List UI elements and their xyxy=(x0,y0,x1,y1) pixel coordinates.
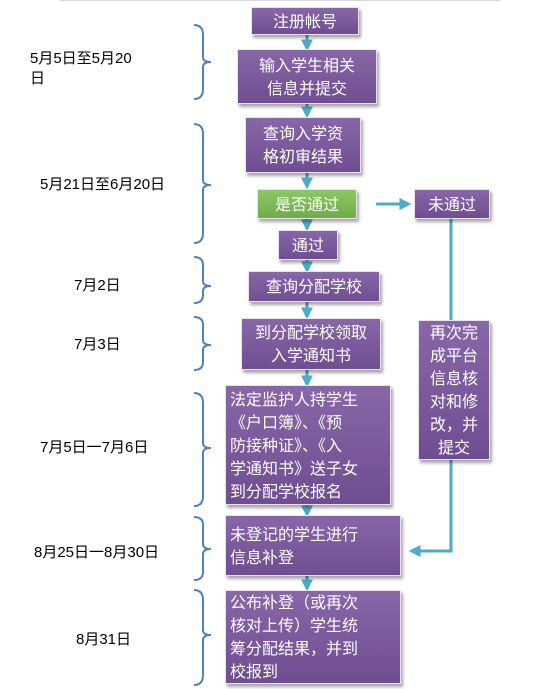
step-input-info: 输入学生相关 信息并提交 xyxy=(237,49,377,104)
step-get-notice: 到分配学校领取 入学通知书 xyxy=(241,318,381,370)
date-label-2: 5月21日至6月20日 xyxy=(40,176,166,193)
top-divider xyxy=(60,0,500,1)
step-pass-check: 是否通过 xyxy=(257,189,357,219)
date-label-7: 8月31日 xyxy=(76,631,132,648)
bracket-6 xyxy=(193,516,212,581)
date-label-6: 8月25日一8月30日 xyxy=(34,544,160,561)
date-label-4: 7月3日 xyxy=(74,336,121,353)
step-not-passed: 未通过 xyxy=(414,189,490,219)
step-publish: 公布补登（或再次 核对上传）学生统 筹分配结果，并到 校报到 xyxy=(225,590,401,684)
step-register: 注册帐号 xyxy=(251,7,359,35)
bracket-7 xyxy=(193,589,212,686)
date-label-1: 5月5日至5月20 日 xyxy=(30,50,132,87)
step-passed: 通过 xyxy=(278,230,338,260)
arrow-resubmit-to-supplement xyxy=(408,460,453,557)
step-query-result: 查询入学资 格初审结果 xyxy=(245,117,361,173)
step-supplement: 未登记的学生进行 信息补登 xyxy=(225,515,401,576)
bracket-1 xyxy=(193,24,212,100)
step-guardian-register: 法定监护人持学生 《户口簿》、《预 防接种证》、《入 学通知书》送子女 到分配学… xyxy=(225,385,391,505)
step-resubmit: 再次完 成平台 信息核 对和修 改，并 提交 xyxy=(418,320,490,460)
step-query-school: 查询分配学校 xyxy=(248,271,380,302)
bracket-3 xyxy=(193,256,212,304)
bracket-4 xyxy=(193,316,212,371)
bracket-2 xyxy=(193,123,212,244)
date-label-3: 7月2日 xyxy=(74,277,121,294)
date-label-5: 7月5日一7月6日 xyxy=(40,439,149,456)
bracket-5 xyxy=(193,392,212,507)
